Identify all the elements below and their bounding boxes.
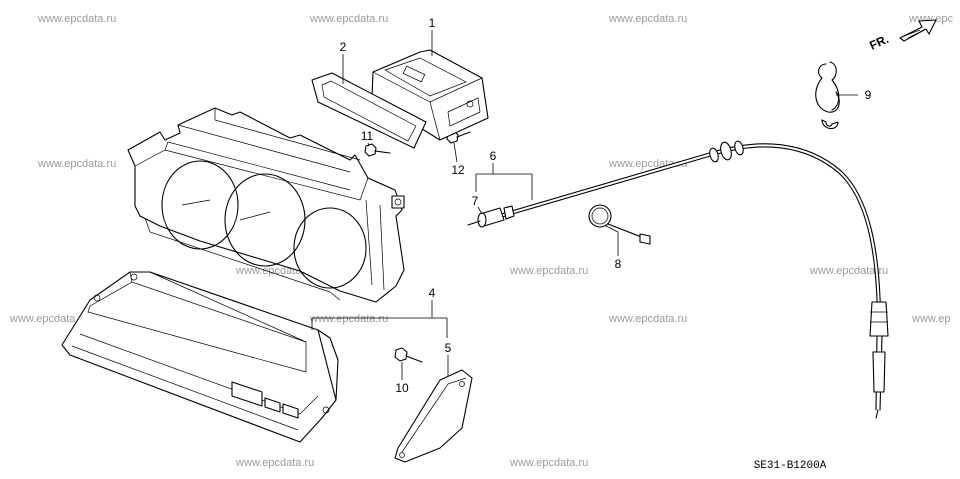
leader-lines [311,30,858,380]
leader-line-6 [475,163,533,200]
frame-part-2 [311,72,427,149]
clip-part-8 [588,204,651,245]
callout-7: 7 [472,194,479,208]
screw-part-10 [394,347,423,363]
leader-line-8 [605,225,619,256]
instrument-cluster-housing [127,107,405,303]
callout-10: 10 [395,381,409,395]
display-window [282,403,299,419]
watermark: www.epcdata.ru [235,457,314,469]
leader-line-4 [311,300,448,338]
watermark: www.epcdata.ru [509,457,588,469]
callout-1: 1 [429,16,436,30]
front-direction-label: FR. [867,32,890,53]
watermark: www.epcdata.ru [309,313,388,325]
watermark: www.epcdata.ru [9,313,88,325]
watermark: www.epcdata.ru [608,13,687,25]
clip-part-9 [815,61,840,130]
watermark: www.epcdata.ru [809,265,888,277]
meter-visor [61,271,339,443]
callout-9: 9 [865,88,872,102]
callout-8: 8 [615,257,622,271]
leader-line-12 [453,142,458,163]
display-window [231,381,263,407]
diagram-code: SE31-B1200A [754,460,827,472]
cable-end-part-7 [467,205,515,228]
watermark: www.epcdata.ru [608,313,687,325]
callout-2: 2 [340,40,347,54]
watermark-layer: www.epcdata.ru www.epcdata.ru www.epcdat… [9,13,954,469]
callout-12: 12 [451,163,465,177]
bracket-part-5 [394,369,473,463]
speedometer-cable-part-6 [499,140,889,419]
callouts: 1 2 11 12 6 7 8 9 4 5 10 [340,16,872,395]
watermark: www.epcdata.ru [37,13,116,25]
leader-line-11 [367,142,370,147]
callout-6: 6 [490,149,497,163]
front-direction-arrow: FR. [867,19,937,53]
callout-11: 11 [361,129,374,143]
watermark: www.epcdata.ru [37,158,116,170]
screw-part-11 [364,143,391,157]
leader-line-7 [477,206,483,215]
display-window [264,397,281,413]
panel-part-1 [371,49,489,141]
gauge-opening-right [293,207,367,289]
callout-4: 4 [429,286,436,300]
watermark: www.epcdata.ru [509,265,588,277]
watermark: www.epcdata.ru [309,13,388,25]
callout-5: 5 [445,341,452,355]
watermark: www.ep [911,313,951,325]
